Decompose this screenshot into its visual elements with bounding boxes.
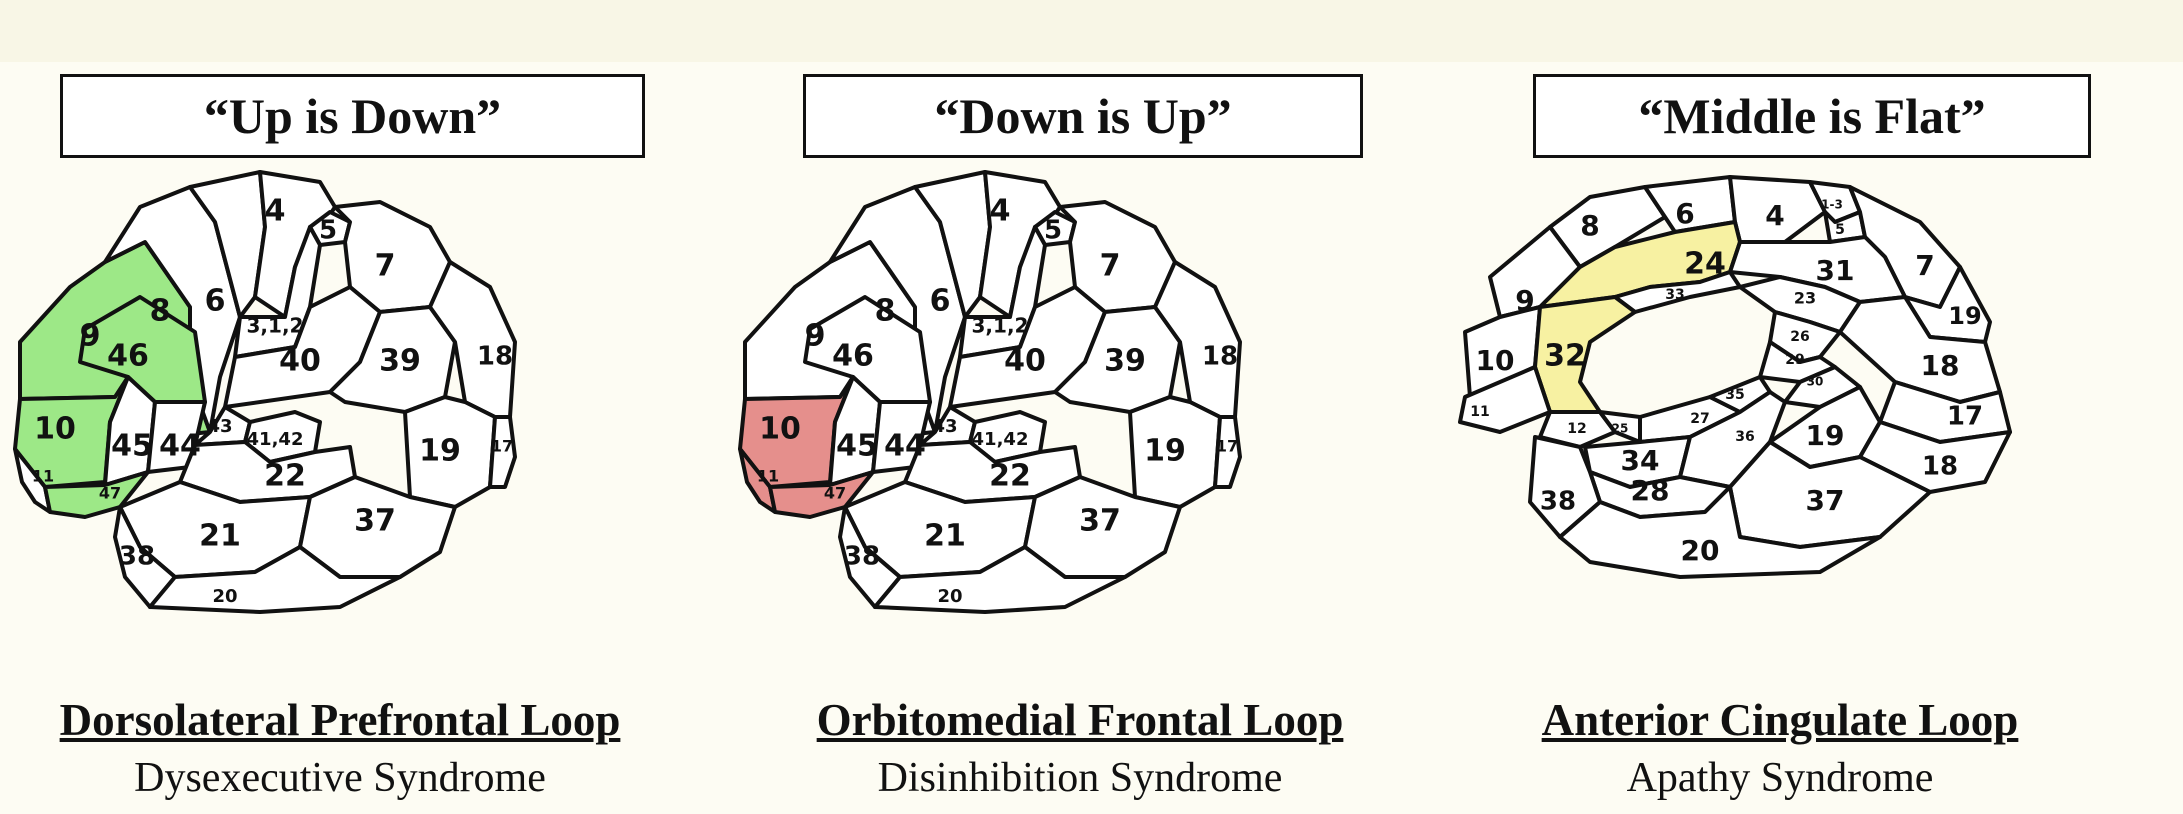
area-label: 47: [99, 484, 121, 503]
area-label: 38: [844, 542, 880, 572]
loop-name: Anterior Cingulate Loop: [1440, 694, 2120, 746]
panel-title: “Up is Down”: [60, 74, 645, 158]
area-label: 1-3: [1821, 198, 1843, 212]
area-label: 6: [930, 284, 951, 319]
area-label: 21: [199, 519, 241, 554]
area-label: 11: [1470, 404, 1489, 420]
area-label: 19: [419, 434, 461, 469]
area-label: 41,42: [972, 429, 1029, 450]
area-label: 11: [32, 467, 54, 486]
panel-title: “Down is Up”: [803, 74, 1363, 158]
area-label: 5: [1835, 222, 1845, 238]
area-label: 29: [1785, 352, 1804, 368]
area-label: 17: [491, 437, 513, 456]
area-label: 20: [937, 586, 962, 607]
area-label: 18: [1202, 342, 1238, 372]
area-label: 4: [990, 194, 1011, 229]
area-label: 24: [1684, 247, 1726, 282]
area-label: 47: [824, 484, 846, 503]
area-label: 30: [1807, 375, 1824, 389]
area-label: 37: [1079, 504, 1121, 539]
area-label: 25: [1612, 422, 1629, 436]
area-label: 38: [1540, 487, 1576, 517]
area-label: 18: [477, 342, 513, 372]
header-strip: [0, 0, 2183, 62]
area-label: 26: [1790, 329, 1809, 345]
area-label: 39: [379, 344, 421, 379]
lateral-brain-diagram: 9 8 6 4 5 7 46 3,1,2 10 45 44 40 39 18 4…: [735, 167, 1435, 692]
area-label: 6: [205, 284, 226, 319]
area-label: 37: [354, 504, 396, 539]
area-label: 20: [1681, 534, 1720, 567]
area-label: 19: [1144, 434, 1186, 469]
syndrome-name: Dysexecutive Syndrome: [10, 754, 670, 802]
area-label: 45: [836, 429, 878, 464]
area-label: 9: [805, 319, 826, 354]
area-label: 8: [875, 294, 896, 329]
area-label: 41,42: [247, 429, 304, 450]
lateral-brain-diagram: 9 8 6 4 5 7 46 3,1,2 10 45 44 40 39 18 4…: [10, 167, 710, 692]
area-label: 43: [207, 416, 232, 437]
area-label: 34: [1621, 444, 1660, 477]
area-label: 9: [1515, 284, 1534, 317]
area-label: 35: [1725, 387, 1744, 403]
area-label: 17: [1216, 437, 1238, 456]
area-label: 19: [1948, 302, 1981, 330]
area-label: 12: [1567, 421, 1586, 437]
area-label: 7: [1100, 249, 1121, 284]
panel-dorsolateral: “Up is Down” 9 8 6 4 5 7 46 3,1,2 10: [10, 62, 710, 814]
area-label: 33: [1665, 287, 1684, 303]
area-label: 46: [832, 339, 874, 374]
area-label: 45: [111, 429, 153, 464]
area-label: 40: [279, 344, 321, 379]
area-label: 23: [1794, 289, 1816, 308]
area-label: 38: [119, 542, 155, 572]
area-label: 8: [150, 294, 171, 329]
area-label: 32: [1544, 339, 1586, 374]
area-label: 9: [80, 319, 101, 354]
area-label: 5: [319, 216, 337, 246]
area-label: 19: [1806, 419, 1845, 452]
loop-name: Orbitomedial Frontal Loop: [735, 694, 1425, 746]
panel-cingulate: “Middle is Flat” 8 6 4: [1440, 62, 2140, 814]
loop-name: Dorsolateral Prefrontal Loop: [10, 694, 670, 746]
area-label: 4: [1765, 199, 1784, 232]
medial-brain-diagram: 8 6 4 1-3 5 9 24 31 7 33 23 19 10 32 26 …: [1440, 167, 2140, 692]
area-label: 18: [1921, 349, 1960, 382]
syndrome-name: Disinhibition Syndrome: [735, 754, 1425, 802]
area-label: 44: [884, 429, 926, 464]
area-label: 28: [1631, 474, 1670, 507]
panel-title: “Middle is Flat”: [1533, 74, 2091, 158]
area-label: 3,1,2: [972, 314, 1029, 338]
area-label: 21: [924, 519, 966, 554]
area-label: 11: [757, 467, 779, 486]
area-label: 7: [375, 249, 396, 284]
area-label: 10: [1476, 344, 1515, 377]
area-label: 37: [1806, 484, 1845, 517]
area-label: 6: [1675, 197, 1694, 230]
area-label: 40: [1004, 344, 1046, 379]
syndrome-name: Apathy Syndrome: [1440, 754, 2120, 802]
area-label: 8: [1580, 209, 1599, 242]
area-label: 44: [159, 429, 201, 464]
area-label: 10: [759, 412, 801, 447]
area-label: 7: [1915, 249, 1934, 282]
area-label: 36: [1735, 429, 1754, 445]
area-label: 27: [1690, 411, 1709, 427]
area-label: 46: [107, 339, 149, 374]
area-label: 39: [1104, 344, 1146, 379]
area-label: 3,1,2: [247, 314, 304, 338]
area-label: 22: [989, 459, 1031, 494]
area-label: 20: [212, 586, 237, 607]
area-label: 22: [264, 459, 306, 494]
area-label: 4: [265, 194, 286, 229]
area-label: 5: [1044, 216, 1062, 246]
area-label: 31: [1816, 254, 1855, 287]
panel-orbitomedial: “Down is Up” 9 8 6 4 5 7 46 3,1,2 10: [735, 62, 1435, 814]
area-label: 43: [932, 416, 957, 437]
area-label: 10: [34, 412, 76, 447]
area-label: 17: [1947, 402, 1983, 432]
area-label: 18: [1922, 452, 1958, 482]
